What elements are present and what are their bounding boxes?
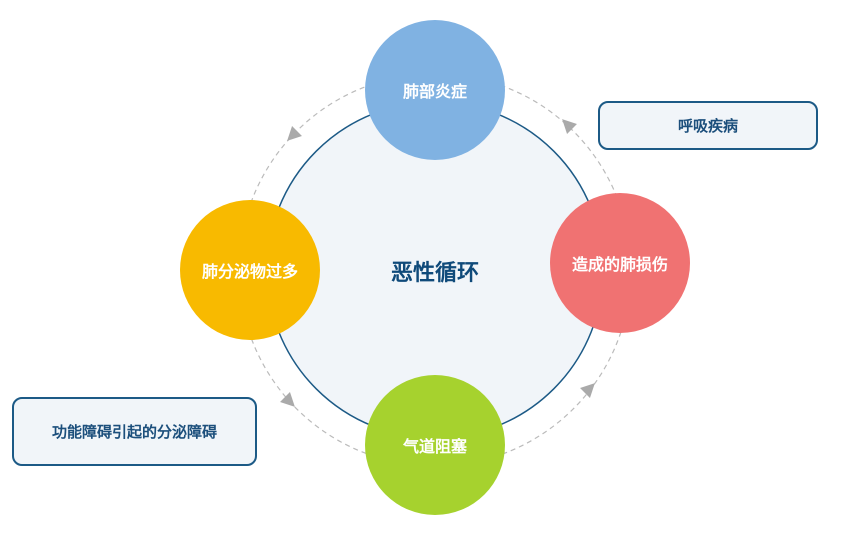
node-lung-damage: 造成的肺损伤 — [550, 193, 690, 333]
note-respiratory-disease: 呼吸疾病 — [598, 101, 818, 150]
node-airway-obstruction: 气道阻塞 — [365, 375, 505, 515]
arrow-icon-top-right — [562, 119, 577, 134]
center-title: 恶性循环 — [390, 261, 479, 286]
node-lung-inflammation: 肺部炎症 — [365, 20, 505, 160]
node-excess-secretion: 肺分泌物过多 — [180, 200, 320, 340]
arrow-icon-top-left — [287, 126, 302, 141]
note-secretion-disorder: 功能障碍引起的分泌障碍 — [12, 397, 257, 466]
